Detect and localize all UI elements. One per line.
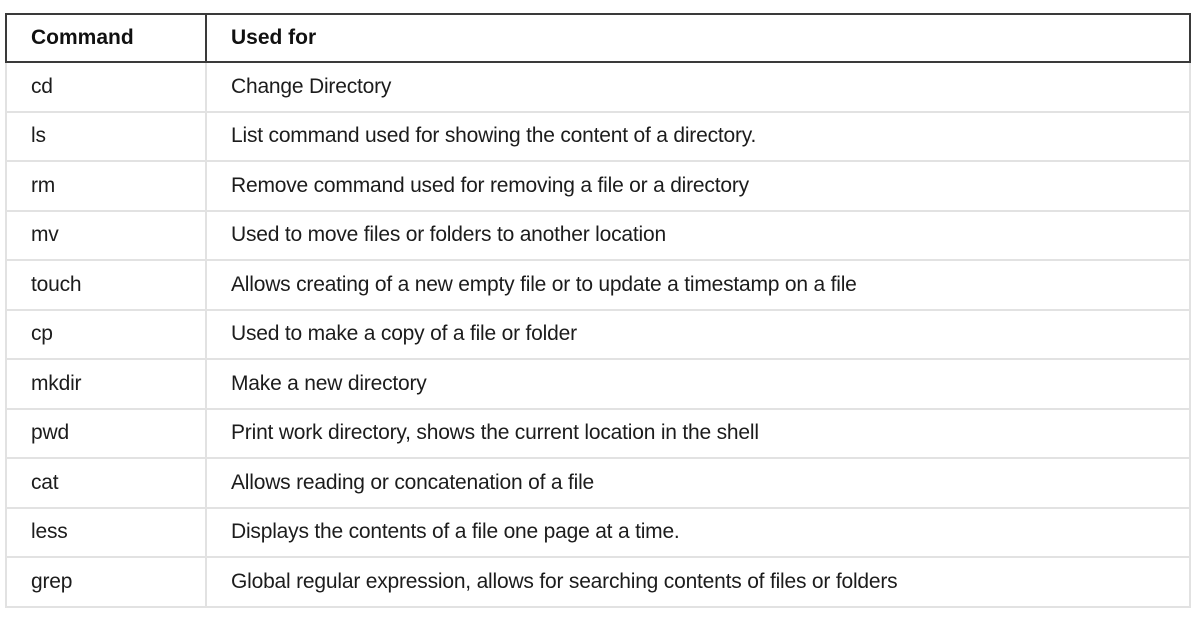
table-row: mkdir Make a new directory xyxy=(5,358,1191,410)
table-row: cp Used to make a copy of a file or fold… xyxy=(5,308,1191,360)
table-row: rm Remove command used for removing a fi… xyxy=(5,160,1191,212)
table-row: less Displays the contents of a file one… xyxy=(5,506,1191,558)
cell-used-for: List command used for showing the conten… xyxy=(205,110,1191,162)
commands-table: Command Used for cd Change Directory ls … xyxy=(5,13,1191,608)
cell-used-for: Global regular expression, allows for se… xyxy=(205,556,1191,608)
cell-used-for: Change Directory xyxy=(205,62,1191,113)
cell-command: touch xyxy=(5,259,207,311)
cell-command: cd xyxy=(5,62,207,113)
table-row: cd Change Directory xyxy=(5,62,1191,113)
cell-used-for: Allows reading or concatenation of a fil… xyxy=(205,457,1191,509)
cell-command: grep xyxy=(5,556,207,608)
cell-used-for: Allows creating of a new empty file or t… xyxy=(205,259,1191,311)
cell-command: rm xyxy=(5,160,207,212)
header-row: Command Used for xyxy=(5,13,1191,63)
cell-command: mkdir xyxy=(5,358,207,410)
cell-used-for: Remove command used for removing a file … xyxy=(205,160,1191,212)
cell-used-for: Used to make a copy of a file or folder xyxy=(205,308,1191,360)
cell-command: mv xyxy=(5,209,207,261)
commands-table-container: Command Used for cd Change Directory ls … xyxy=(5,13,1191,608)
table-header: Command Used for xyxy=(5,13,1191,63)
table-row: mv Used to move files or folders to anot… xyxy=(5,209,1191,261)
table-row: pwd Print work directory, shows the curr… xyxy=(5,407,1191,459)
header-command: Command xyxy=(5,13,207,63)
cell-command: less xyxy=(5,506,207,558)
table-row: ls List command used for showing the con… xyxy=(5,110,1191,162)
table-row: touch Allows creating of a new empty fil… xyxy=(5,259,1191,311)
cell-used-for: Make a new directory xyxy=(205,358,1191,410)
table-body: cd Change Directory ls List command used… xyxy=(5,62,1191,608)
table-row: grep Global regular expression, allows f… xyxy=(5,556,1191,608)
cell-command: cat xyxy=(5,457,207,509)
cell-used-for: Used to move files or folders to another… xyxy=(205,209,1191,261)
cell-command: ls xyxy=(5,110,207,162)
cell-used-for: Displays the contents of a file one page… xyxy=(205,506,1191,558)
cell-command: cp xyxy=(5,308,207,360)
table-row: cat Allows reading or concatenation of a… xyxy=(5,457,1191,509)
header-used-for: Used for xyxy=(205,13,1191,63)
cell-command: pwd xyxy=(5,407,207,459)
cell-used-for: Print work directory, shows the current … xyxy=(205,407,1191,459)
